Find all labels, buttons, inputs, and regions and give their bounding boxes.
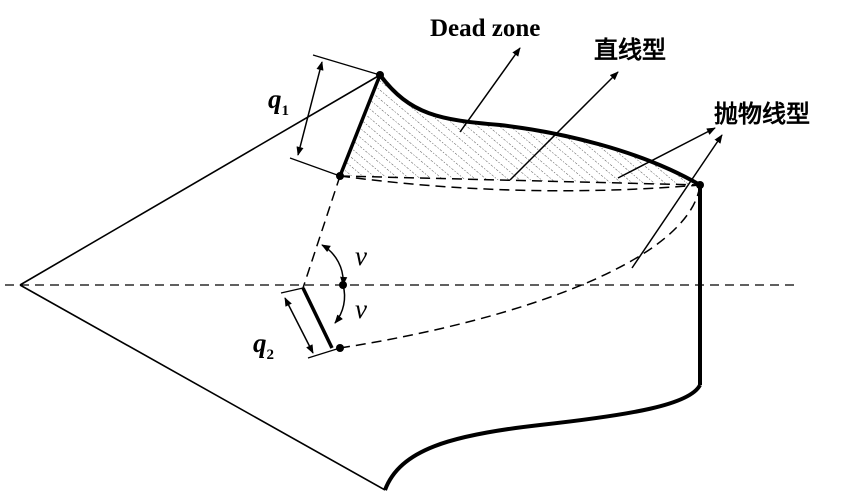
point-q1-bottom [336, 172, 344, 180]
q2-extension-bottom [307, 347, 341, 359]
angle-arc-top [321, 244, 348, 286]
point-axis [339, 281, 347, 289]
parabolic-type-label: 抛物线型 [714, 100, 810, 128]
q2-extension-top [280, 287, 304, 294]
straight-type-leader-arrow [509, 71, 619, 181]
straight-type-label: 直线型 [594, 36, 666, 64]
angle-label-top: v [355, 241, 367, 271]
dead-zone-leader-arrow [459, 47, 521, 133]
point-right [696, 181, 704, 189]
q1-label-main: q [268, 84, 282, 114]
q1-dimension-arrow [296, 61, 324, 156]
parabolic-dashed-curve-upper [339, 175, 701, 192]
straight-dashed-line-upper [339, 175, 701, 186]
parabolic-type-leader-arrow-upper [617, 127, 716, 179]
q2-label-subscript: 2 [267, 347, 275, 363]
q2-label-main: q [253, 328, 267, 358]
angle-arc-bottom [334, 284, 346, 324]
lower-contour-curve [383, 383, 702, 491]
angle-dashed-line-top [302, 175, 341, 289]
q2-dimension-arrow [284, 297, 314, 354]
dead-zone-hatch [340, 75, 700, 185]
angle-label-bottom: v [355, 294, 367, 324]
dead-zone-label: Dead zone [430, 15, 540, 42]
parabolic-type-leader-arrow-lower [631, 134, 723, 269]
q1-extension-bottom [289, 157, 341, 177]
q1-segment [338, 74, 382, 177]
q1-label-subscript: 1 [282, 103, 290, 119]
q2-segment [301, 287, 334, 349]
q1-extension-top [312, 54, 381, 76]
q1-label: q1 [268, 84, 289, 119]
upper-contour-curve [378, 73, 702, 187]
parabolic-dashed-curve-lower [339, 184, 701, 349]
nose-cone-lower-edge [19, 284, 386, 491]
q2-label: q2 [253, 328, 274, 363]
point-top [376, 71, 384, 79]
nose-cone-upper-edge [19, 74, 381, 286]
point-q2-bottom [336, 344, 344, 352]
